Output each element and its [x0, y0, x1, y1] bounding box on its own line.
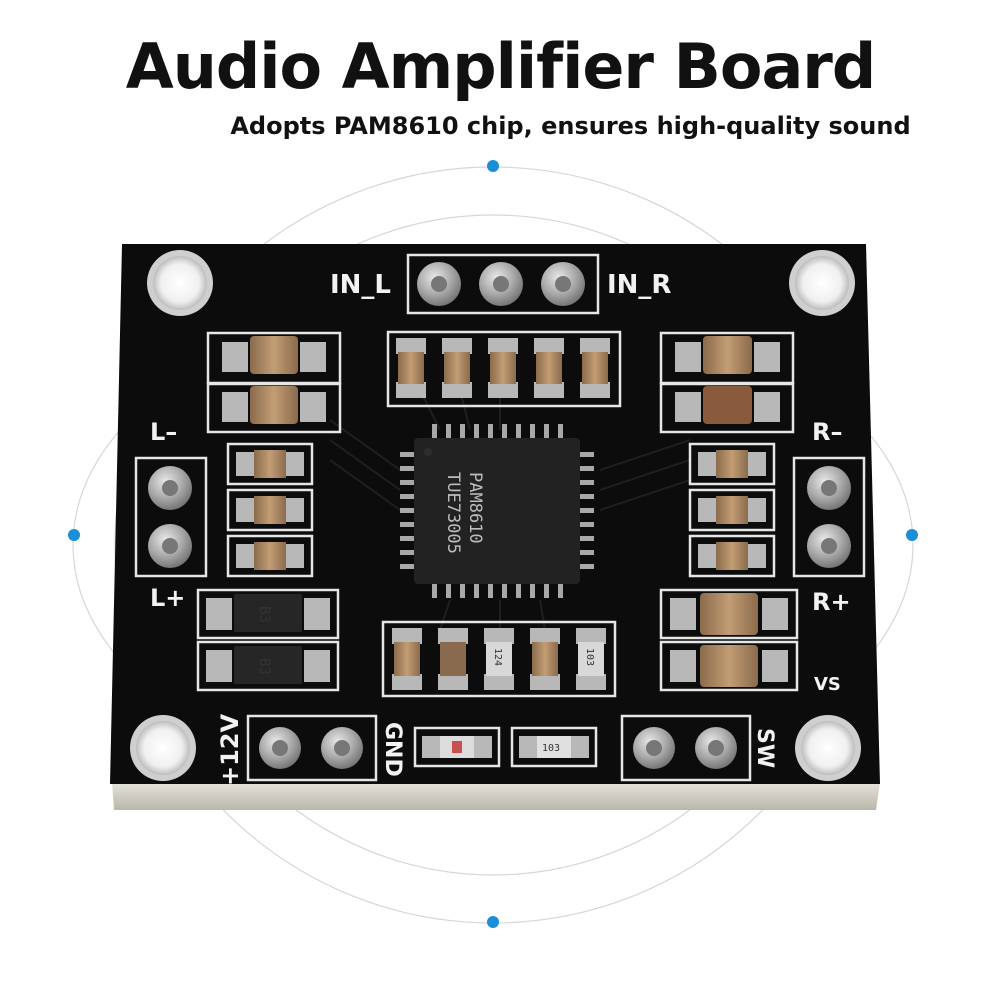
label-l-plus: L+ — [150, 584, 185, 612]
page-title: Audio Amplifier Board — [125, 30, 877, 103]
board-edge — [112, 782, 880, 810]
resistor-marking-1: 124 — [492, 648, 503, 666]
through-hole-pads — [148, 262, 851, 769]
label-in-l: IN_L — [330, 270, 391, 300]
chip-marking-line2: TUE73005 — [443, 472, 463, 554]
label-plus-12v: +12V — [216, 713, 244, 786]
smd-components — [206, 336, 788, 758]
label-in-r: IN_R — [607, 270, 671, 300]
mounting-holes — [130, 250, 861, 781]
label-l-minus: L– — [150, 418, 177, 446]
label-gnd: GND — [380, 722, 405, 777]
label-r-minus: R– — [812, 418, 842, 446]
diode-marking-2: B3 — [256, 658, 272, 675]
pam8610-chip: PAM8610 TUE73005 — [400, 424, 594, 598]
label-r-plus: R+ — [812, 588, 851, 616]
chip-marking-line1: PAM8610 — [465, 472, 485, 544]
resistor-marking-3: 103 — [542, 743, 560, 754]
page-subtitle: Adopts PAM8610 chip, ensures high-qualit… — [230, 112, 911, 140]
resistor-marking-2: 103 — [584, 648, 595, 666]
silkscreen-outlines — [134, 253, 866, 782]
label-sw: SW — [752, 728, 777, 768]
diode-marking-1: B3 — [256, 606, 272, 623]
accent-dots — [68, 160, 918, 928]
label-vs: VS — [814, 674, 841, 695]
